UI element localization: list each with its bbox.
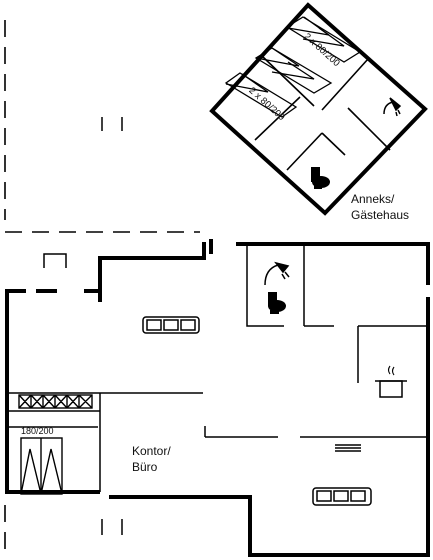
- sofa-icon: [312, 487, 372, 506]
- annex-wall-bath: [347, 107, 391, 151]
- annex-label: Anneks/: [351, 192, 395, 206]
- annex-wall-hall: [321, 132, 346, 156]
- annex-wall-wc: [286, 132, 323, 171]
- shower-icon: [383, 97, 402, 117]
- bed-icon: [224, 16, 362, 118]
- terrace-outline: [4, 20, 200, 555]
- wardrobe: [18, 394, 93, 409]
- interior-walls: [7, 244, 428, 492]
- stairs-icon: [335, 444, 361, 452]
- annex-wall-bed-mid: [261, 55, 315, 107]
- bed-size-label: 180/200: [21, 426, 54, 436]
- shower-icon: [264, 261, 290, 286]
- window-icon: [101, 117, 123, 535]
- toilet-icon: [268, 292, 286, 314]
- annex-wall-bedroom-top: [321, 58, 369, 111]
- main-house-walls: [5, 239, 430, 557]
- cooking-pot-icon: [375, 365, 407, 398]
- sofa-icon: [142, 316, 200, 334]
- annex-bed-label-group: 2 x 80/200 2 x 80/200: [247, 31, 342, 123]
- annex-label: Gästehaus: [351, 208, 409, 222]
- office-label: Kontor/: [132, 444, 171, 458]
- bed-icon: [20, 437, 63, 495]
- office-label: Büro: [132, 460, 158, 474]
- toilet-icon: [311, 167, 330, 189]
- chimney-outline: [43, 253, 67, 268]
